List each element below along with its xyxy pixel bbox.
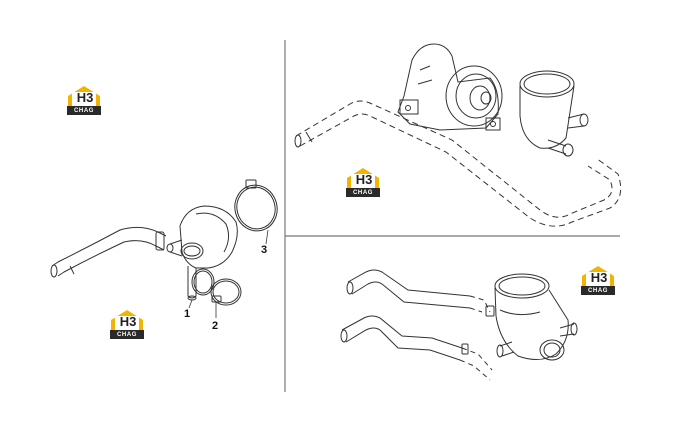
house-badge-icon xyxy=(110,310,144,339)
watermark-logo: H3 CHAG xyxy=(109,308,145,340)
left-hose xyxy=(51,226,167,267)
watermark-mark: H3 xyxy=(119,314,137,329)
callout-part-1: 1 xyxy=(184,308,191,320)
left-clamp-2 xyxy=(210,278,242,306)
callout-part-2: 2 xyxy=(212,320,219,332)
left-seal-ring xyxy=(191,268,215,296)
left-assembly xyxy=(50,179,278,318)
house-badge-icon xyxy=(67,86,101,115)
bottom-housing xyxy=(494,287,569,360)
bottom-upper-hose xyxy=(347,269,471,297)
bottom-housing-top xyxy=(494,273,550,299)
elbow-housing xyxy=(519,85,575,149)
watermark-brand: CHAG xyxy=(73,108,95,114)
watermark-mark: H3 xyxy=(76,90,94,105)
watermark-mark: H3 xyxy=(355,172,373,187)
callout-part-3: 3 xyxy=(261,244,268,256)
house-badge-icon xyxy=(581,266,615,295)
watermark-brand: CHAG xyxy=(587,288,609,294)
top-right-assembly xyxy=(294,43,622,227)
left-housing xyxy=(179,205,238,269)
watermark-brand: CHAG xyxy=(352,190,374,196)
watermark-logo: H3 CHAG xyxy=(345,166,381,198)
watermark-logo: H3 CHAG xyxy=(580,264,616,296)
top-dashed-hose-outer xyxy=(295,100,613,218)
bottom-right-assembly xyxy=(340,269,578,381)
elbow-top xyxy=(519,70,575,98)
left-clamp-3 xyxy=(234,184,278,232)
watermark-mark: H3 xyxy=(590,270,608,285)
watermark-brand: CHAG xyxy=(116,332,138,338)
house-badge-icon xyxy=(346,168,380,197)
watermark-logo: H3 CHAG xyxy=(66,84,102,116)
bottom-lower-hose xyxy=(341,315,463,349)
top-dashed-hose-inner xyxy=(299,113,622,227)
